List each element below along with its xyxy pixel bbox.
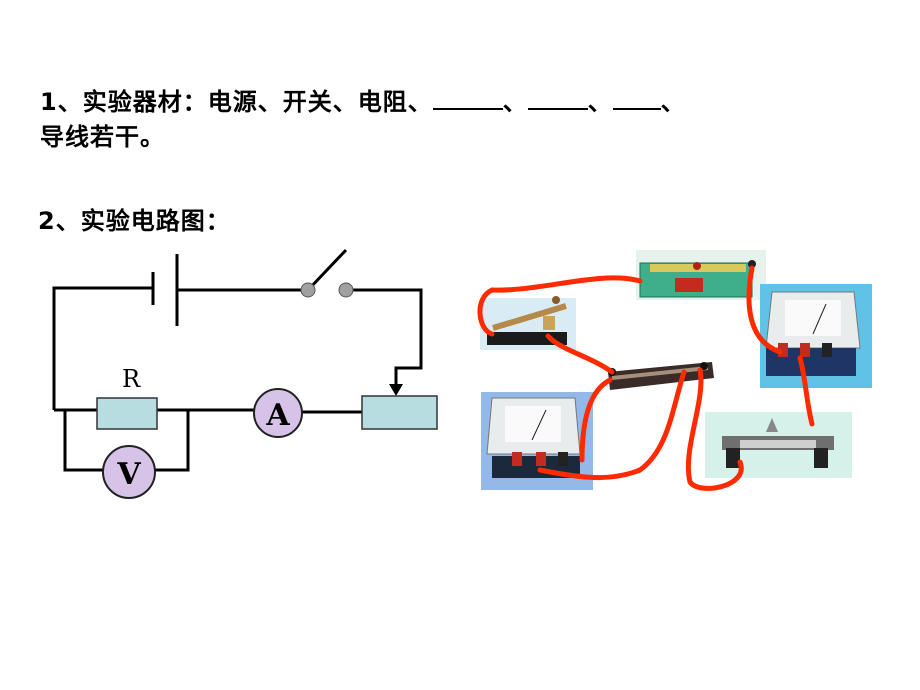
resistor-label: R — [122, 365, 141, 393]
voltmeter — [102, 445, 156, 499]
ammeter — [253, 388, 303, 438]
resistor — [96, 397, 158, 430]
wire-voltmeter-right — [155, 410, 190, 472]
rheostat-center-image — [604, 360, 714, 390]
voltmeter-label: V — [116, 457, 141, 492]
apparatus-photo — [477, 250, 872, 491]
rheostat-arrow-icon — [389, 384, 403, 396]
equipment-continuation: 导线若干。 — [40, 123, 165, 151]
rheostat — [361, 395, 438, 430]
wire-left-top — [52, 286, 153, 410]
separator-2: 、 — [587, 88, 613, 116]
battery-box-image — [636, 250, 766, 300]
meter-right-image — [760, 284, 872, 388]
switch-contact-right — [338, 282, 354, 298]
equipment-prefix: 1、实验器材：电源、开关、电阻、 — [40, 88, 433, 116]
circuit-diagram-heading: 2、实验电路图： — [38, 207, 231, 235]
connecting-wires — [477, 265, 815, 491]
switch-contact-left — [300, 282, 316, 298]
separator-1: 、 — [502, 88, 528, 116]
fill-blank-2 — [527, 88, 588, 110]
equipment-list-line: 1、实验器材：电源、开关、电阻、 、 、 、 — [40, 82, 686, 117]
switch-blade — [306, 248, 348, 292]
wire-switch-rheostat — [346, 288, 423, 392]
wire-voltmeter-left — [63, 410, 104, 472]
separator-3: 、 — [660, 88, 686, 116]
resistor-image — [705, 412, 852, 478]
fill-blank-3 — [612, 88, 661, 110]
ammeter-label: A — [265, 398, 290, 433]
circuit-wires — [52, 248, 423, 472]
knife-switch-image — [480, 296, 576, 350]
fill-blank-1 — [432, 88, 503, 110]
